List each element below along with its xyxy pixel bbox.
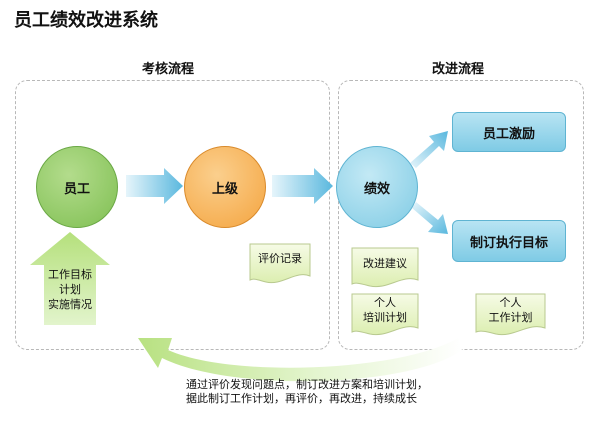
improve-suggestion-note-shape	[351, 247, 419, 288]
feedback-curve-arrow	[138, 338, 462, 382]
superior-node: 上级	[184, 146, 266, 228]
caption-text: 通过评价发现问题点，制订改进方案和培训计划， 据此制订工作计划，再评价，再改进，…	[186, 378, 428, 405]
superior-node-label: 上级	[211, 181, 238, 197]
eval-record-note-shape	[249, 243, 311, 284]
performance-node-label: 绩效	[363, 181, 390, 197]
arrow-superior-to-performance	[272, 168, 333, 204]
employee-node: 员工	[36, 146, 118, 228]
work-plan-up-arrow	[30, 232, 110, 325]
eval-record-text: 评价记录	[258, 251, 302, 265]
arrow-performance-to-incentive	[410, 131, 448, 168]
employee-incentive-box: 员工激励	[452, 112, 566, 152]
review-process-panel	[15, 80, 330, 350]
set-goals-label: 制订执行目标	[469, 235, 548, 251]
set-goals-box: 制订执行目标	[452, 220, 566, 262]
page-title: 员工绩效改进系统	[14, 10, 158, 31]
work-plan-text: 工作目标 计划 实施情况	[48, 267, 92, 311]
employee-incentive-label: 员工激励	[482, 126, 535, 142]
training-plan-text: 个人 培训计划	[363, 296, 407, 324]
arrow-performance-to-goals	[412, 202, 448, 234]
employee-node-label: 员工	[63, 181, 90, 197]
personal-work-plan-text: 个人 工作计划	[488, 296, 533, 324]
improve-process-label: 改进流程	[431, 62, 484, 77]
training-plan-note-shape	[351, 293, 419, 336]
performance-node: 绩效	[336, 146, 418, 228]
review-process-label: 考核流程	[141, 62, 194, 77]
improve-suggestion-text: 改进建议	[363, 256, 407, 270]
arrow-employee-to-superior	[126, 168, 183, 204]
personal-work-plan-note-shape	[475, 293, 546, 336]
